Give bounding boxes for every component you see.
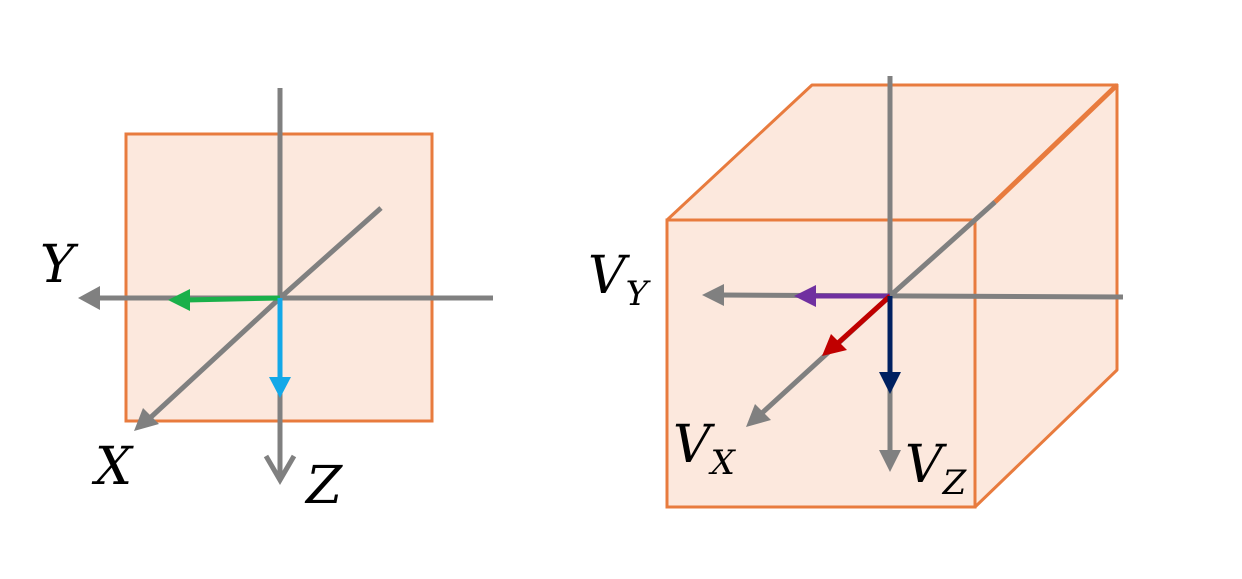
left-label-y: Y	[40, 235, 79, 295]
right-diagram: VY VX VZ	[588, 76, 1124, 509]
left-y-axis-arrowhead	[78, 286, 100, 310]
cube-top-right-edge	[993, 83, 1119, 204]
right-label-vx: VX	[673, 415, 737, 483]
right-red-vector-arrowhead	[822, 334, 847, 356]
right-vx-axis-back	[888, 200, 997, 298]
right-label-vz-main: V	[905, 435, 947, 495]
right-label-vz-sub: Z	[942, 463, 968, 503]
left-label-x: X	[91, 437, 134, 497]
right-label-vy-sub: Y	[626, 274, 652, 314]
right-red-vector	[836, 294, 892, 345]
left-x-axis	[148, 296, 282, 420]
right-purple-vector-arrowhead	[794, 285, 816, 307]
left-diagram: Y X Z	[40, 88, 493, 516]
right-label-vx-main: V	[673, 415, 715, 475]
left-green-vector	[185, 295, 281, 303]
right-vy-axis-arrowhead	[702, 284, 724, 306]
right-vz-axis-arrowhead	[879, 450, 901, 472]
right-vx-axis-arrowhead	[746, 404, 771, 427]
right-label-vz: VZ	[905, 435, 968, 503]
right-label-vy: VY	[588, 246, 652, 314]
left-z-axis-arrowhead	[263, 454, 297, 485]
left-green-vector-arrowhead	[168, 289, 190, 311]
right-navy-vector-arrowhead	[879, 372, 901, 394]
left-x-axis-back	[278, 206, 383, 300]
right-vy-axis	[721, 292, 1124, 300]
right-label-vy-main: V	[588, 246, 630, 306]
left-cyan-vector-arrowhead	[269, 377, 291, 398]
left-x-axis-arrowhead	[134, 408, 159, 431]
right-label-vx-sub: X	[708, 443, 737, 483]
left-label-z: Z	[304, 456, 343, 516]
